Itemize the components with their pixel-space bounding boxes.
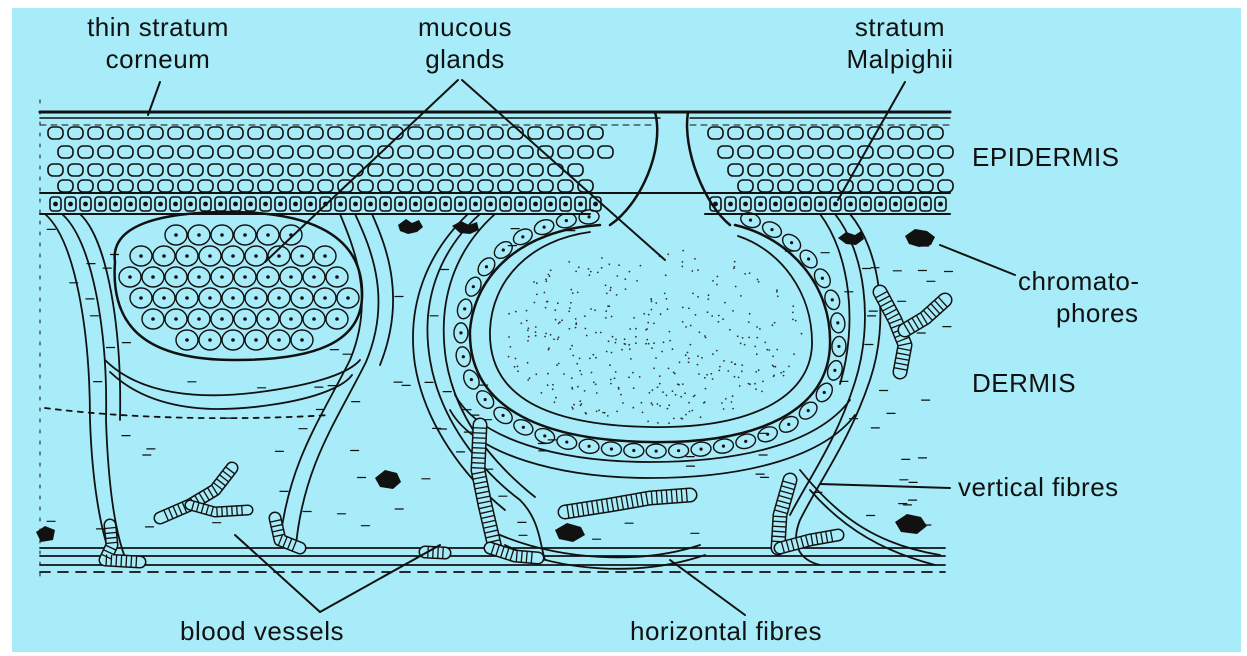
left-gland: [115, 212, 363, 360]
label-line: stratum: [810, 14, 990, 40]
label-line: phores: [1056, 300, 1140, 326]
label-line: chromato-: [1018, 268, 1140, 294]
label-line: thin stratum: [38, 14, 278, 40]
dermis-texture: [47, 229, 952, 540]
label-horizontal-fibres: horizontal fibres: [630, 618, 822, 644]
gland-duct: [610, 112, 730, 225]
label-line: mucous: [380, 14, 550, 40]
blood-vessels: [102, 292, 947, 567]
label-chromatophores: chromato- phores: [1018, 268, 1140, 326]
label-mucous-glands: mucous glands: [380, 14, 550, 72]
label-epidermis: EPIDERMIS: [972, 144, 1120, 170]
epidermis-layer: [40, 112, 953, 214]
label-vertical-fibres: vertical fibres: [958, 474, 1119, 500]
label-line: corneum: [38, 46, 278, 72]
label-line: Malpighii: [810, 46, 990, 72]
label-dermis: DERMIS: [972, 370, 1076, 396]
label-line: glands: [380, 46, 550, 72]
label-stratum-malpighii: stratum Malpighii: [810, 14, 990, 72]
label-thin-stratum-corneum: thin stratum corneum: [38, 14, 278, 72]
label-blood-vessels: blood vessels: [180, 618, 344, 644]
